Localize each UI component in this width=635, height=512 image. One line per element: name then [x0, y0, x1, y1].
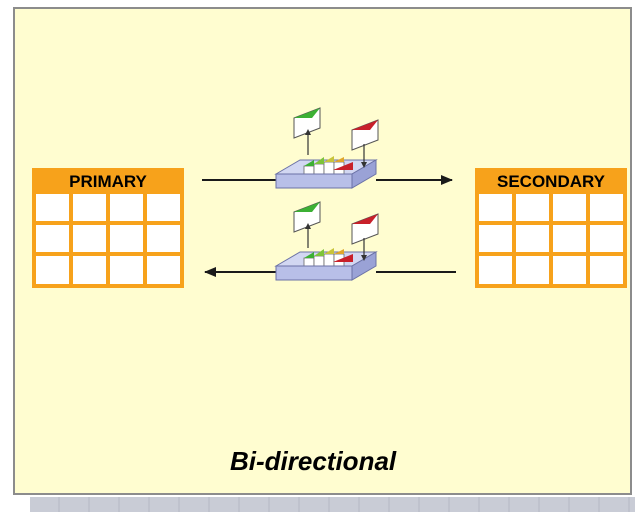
queue-messages-bottom — [303, 248, 353, 273]
diagram-caption: Bi-directional — [230, 446, 397, 476]
primary-label: PRIMARY — [69, 172, 147, 191]
outgoing-message-top — [293, 107, 321, 155]
primary-table — [32, 168, 184, 288]
secondary-table — [475, 168, 627, 288]
slide-shadow — [30, 497, 635, 512]
incoming-message-top — [351, 119, 379, 168]
queue-messages-top — [303, 156, 353, 181]
queue-tray-top — [274, 156, 378, 189]
outgoing-message-bottom — [293, 201, 321, 248]
secondary-label: SECONDARY — [497, 172, 605, 191]
queue-tray-bottom — [274, 248, 378, 281]
incoming-message-bottom — [351, 213, 379, 261]
